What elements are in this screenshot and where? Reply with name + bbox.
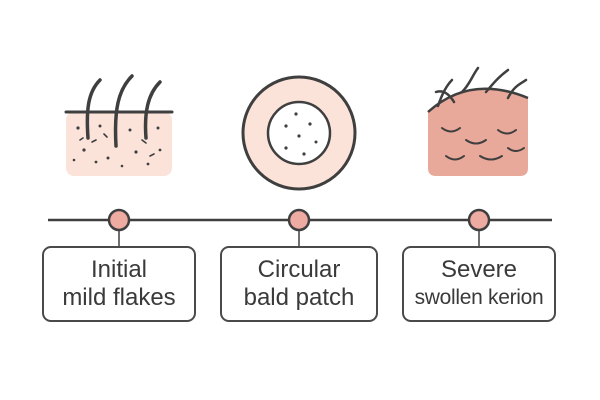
timeline-node-severe (467, 208, 491, 232)
skin-flakes-icon (64, 74, 174, 176)
stage-label-line1: Initial (90, 256, 148, 283)
timeline-node-initial (107, 208, 131, 232)
stage-label-line1: Circular (257, 256, 341, 283)
stage-label-circular: Circular bald patch (220, 246, 378, 322)
stage-label-severe: Severe swollen kerion (402, 246, 556, 322)
stage-label-line2: mild flakes (62, 284, 176, 311)
stage-label-line2: swollen kerion (414, 286, 544, 309)
stage-label-initial: Initial mild flakes (42, 246, 196, 322)
swollen-kerion-icon (427, 66, 529, 176)
bald-patch-icon (241, 75, 357, 191)
stage-label-line1: Severe (440, 256, 518, 283)
timeline-node-circular (287, 208, 311, 232)
stage-label-line2: bald patch (243, 284, 355, 311)
